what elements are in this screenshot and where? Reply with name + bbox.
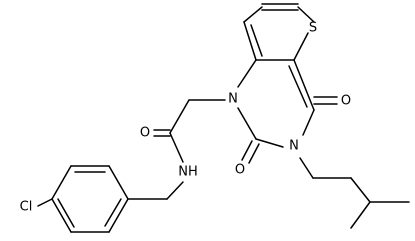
atom-nitrogen-1: N <box>228 92 238 107</box>
bond-c2r-o <box>241 140 253 161</box>
bond-ph-1 <box>108 165 129 200</box>
bond-n3-c4 <box>302 109 315 136</box>
bond-c1-s <box>297 6 315 23</box>
atom-labels: S N N O O O NH Cl <box>20 21 351 215</box>
bond-c4-c7a <box>293 59 315 111</box>
bond-ph-cl <box>37 198 53 207</box>
bond-c2-c3-inner <box>250 24 263 57</box>
bond-ph-3 <box>51 165 72 200</box>
bond-s-c7a <box>293 32 309 61</box>
bond-c4-c7a-inner <box>288 65 308 108</box>
atom-oxygen-amide: O <box>140 126 150 141</box>
atom-nitrogen-amide: NH <box>178 165 198 180</box>
bond-c2r-n3 <box>255 138 284 148</box>
atom-oxygen-ring-top: O <box>341 94 351 109</box>
bond-n1-c2r <box>237 107 257 140</box>
bond-nh-ch2 <box>166 181 184 200</box>
atom-nitrogen-3: N <box>289 139 299 154</box>
bond-c3a-n1 <box>237 59 257 88</box>
bond-c2r-o-2 <box>248 143 260 164</box>
bond-ch2-ch <box>350 177 371 203</box>
atom-oxygen-ring-bottom: O <box>235 163 245 178</box>
bond-lines <box>37 3 410 233</box>
bond-ch-ch3-b <box>350 201 371 229</box>
bond-ph-4 <box>51 198 72 233</box>
bond-co-nh <box>169 132 184 163</box>
bond-n3-ch2 <box>299 157 314 179</box>
atom-sulfur: S <box>309 21 317 36</box>
bond-ph-inner-2 <box>57 198 75 228</box>
bond-ph-6 <box>108 198 129 233</box>
atom-chlorine: Cl <box>20 200 33 215</box>
bond-c3-c2 <box>243 21 257 61</box>
bond-c2-c1 <box>243 6 263 23</box>
bond-ph-inner-3 <box>104 198 122 227</box>
bond-ch2-co <box>169 99 190 134</box>
